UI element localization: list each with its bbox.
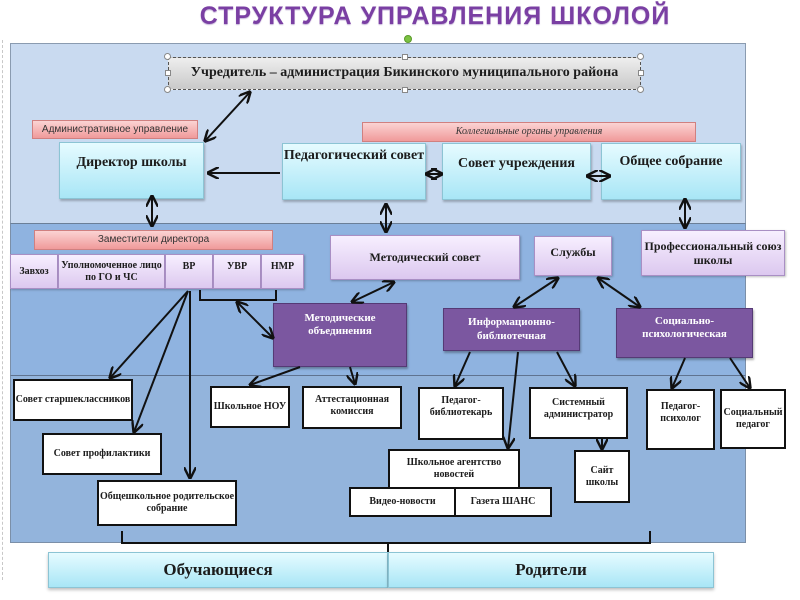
founder-box[interactable]: Учредитель – администрация Бикинского му…	[168, 57, 641, 90]
method-council-text: Методический совет	[369, 250, 481, 265]
label-admin-text: Административное управление	[41, 123, 189, 135]
newspaper-text: Газета ШАНС	[470, 496, 536, 507]
director-box[interactable]: Директор школы	[59, 142, 204, 199]
resize-handle[interactable]	[637, 86, 644, 93]
deputy-uvr-text: УВР	[226, 261, 248, 272]
label-admin-management: Административное управление	[32, 120, 198, 139]
parent-meeting-box[interactable]: Общешкольное родительское собрание	[97, 480, 237, 526]
ped-council-box[interactable]: Педагогический совет	[282, 143, 426, 200]
deputy-vr[interactable]: ВР	[165, 254, 213, 289]
sysadmin-text: Системный администратор	[543, 397, 614, 420]
deputy-civil-defense-text: Уполномоченное лицо по ГО и ЧС	[61, 259, 162, 283]
info-library-text: Информационно-библиотечная	[468, 316, 555, 342]
prevention-council-text: Совет профилактики	[53, 448, 151, 459]
website-box[interactable]: Сайт школы	[574, 450, 630, 503]
info-library-box[interactable]: Информационно-библиотечная	[443, 308, 580, 351]
school-nou-box[interactable]: Школьное НОУ	[210, 386, 290, 428]
resize-handle[interactable]	[165, 70, 171, 76]
trade-union-box[interactable]: Профессиональный союз школы	[641, 230, 785, 276]
selection-frame-edge	[2, 40, 3, 580]
resize-handle[interactable]	[402, 87, 408, 93]
resize-handle[interactable]	[402, 54, 408, 60]
deputy-uvr[interactable]: УВР	[213, 254, 261, 289]
method-assoc-text: Методические объединения	[304, 312, 376, 338]
video-news-box[interactable]: Видео-новости	[349, 487, 456, 517]
news-agency-text: Школьное агентство новостей	[406, 457, 502, 480]
senior-council-box[interactable]: Совет старшеклассников	[13, 379, 133, 421]
deputy-caretaker-text: Завхоз	[19, 265, 49, 277]
social-psych-box[interactable]: Социально-психологическая	[616, 308, 753, 358]
social-psych-text: Социально-психологическая	[642, 315, 727, 341]
inst-council-text: Совет учреждения	[458, 156, 575, 171]
librarian-box[interactable]: Педагог-библиотекарь	[418, 387, 504, 440]
trade-union-text: Профессиональный союз школы	[644, 238, 782, 267]
website-text: Сайт школы	[585, 464, 619, 488]
label-collegial-text: Коллегиальные органы управления	[455, 126, 603, 137]
founder-text: Учредитель – администрация Бикинского му…	[190, 65, 619, 81]
general-meeting-box[interactable]: Общее собрание	[601, 143, 741, 200]
general-meeting-text: Общее собрание	[619, 154, 723, 169]
parents-text: Родители	[515, 559, 587, 579]
newspaper-box[interactable]: Газета ШАНС	[454, 487, 552, 517]
resize-handle[interactable]	[637, 53, 644, 60]
students-box[interactable]: Обучающиеся	[48, 552, 388, 588]
page-title: СТРУКТУРА УПРАВЛЕНИЯ ШКОЛОЙ	[199, 2, 671, 30]
students-text: Обучающиеся	[163, 559, 273, 579]
label-deputies: Заместители директора	[34, 230, 273, 250]
label-deputies-text: Заместители директора	[97, 234, 210, 245]
resize-handle[interactable]	[638, 70, 644, 76]
parents-box[interactable]: Родители	[388, 552, 714, 588]
rotate-handle[interactable]	[404, 35, 412, 43]
prevention-council-box[interactable]: Совет профилактики	[42, 433, 162, 475]
inst-council-box[interactable]: Совет учреждения	[442, 143, 591, 200]
sysadmin-box[interactable]: Системный администратор	[529, 387, 628, 439]
social-pedagogue-text: Социальный педагог	[723, 407, 783, 430]
deputy-nmr[interactable]: НМР	[261, 254, 304, 289]
attest-commission-box[interactable]: Аттестационная комиссия	[302, 386, 402, 429]
services-text: Службы	[550, 245, 596, 259]
deputy-nmr-text: НМР	[270, 261, 295, 272]
psychologist-box[interactable]: Педагог-психолог	[646, 389, 715, 450]
director-text: Директор школы	[76, 155, 187, 170]
method-assoc-box[interactable]: Методические объединения	[273, 303, 407, 367]
social-pedagogue-box[interactable]: Социальный педагог	[720, 389, 786, 449]
deputy-vr-text: ВР	[182, 261, 196, 272]
services-box[interactable]: Службы	[534, 236, 612, 276]
senior-council-text: Совет старшеклассников	[15, 394, 131, 405]
deputy-caretaker[interactable]: Завхоз	[10, 254, 58, 289]
attest-commission-text: Аттестационная комиссия	[314, 394, 390, 417]
label-collegial-bodies: Коллегиальные органы управления	[362, 122, 696, 142]
video-news-text: Видео-новости	[369, 496, 436, 507]
ped-council-text: Педагогический совет	[283, 148, 425, 163]
resize-handle[interactable]	[164, 53, 171, 60]
news-agency-box[interactable]: Школьное агентство новостей	[388, 449, 520, 489]
deputy-civil-defense[interactable]: Уполномоченное лицо по ГО и ЧС	[58, 254, 165, 289]
librarian-text: Педагог-библиотекарь	[429, 395, 493, 418]
parent-meeting-text: Общешкольное родительское собрание	[99, 491, 235, 514]
method-council-box[interactable]: Методический совет	[330, 235, 520, 280]
school-nou-text: Школьное НОУ	[213, 401, 287, 412]
psychologist-text: Педагог-психолог	[660, 401, 701, 424]
resize-handle[interactable]	[164, 86, 171, 93]
